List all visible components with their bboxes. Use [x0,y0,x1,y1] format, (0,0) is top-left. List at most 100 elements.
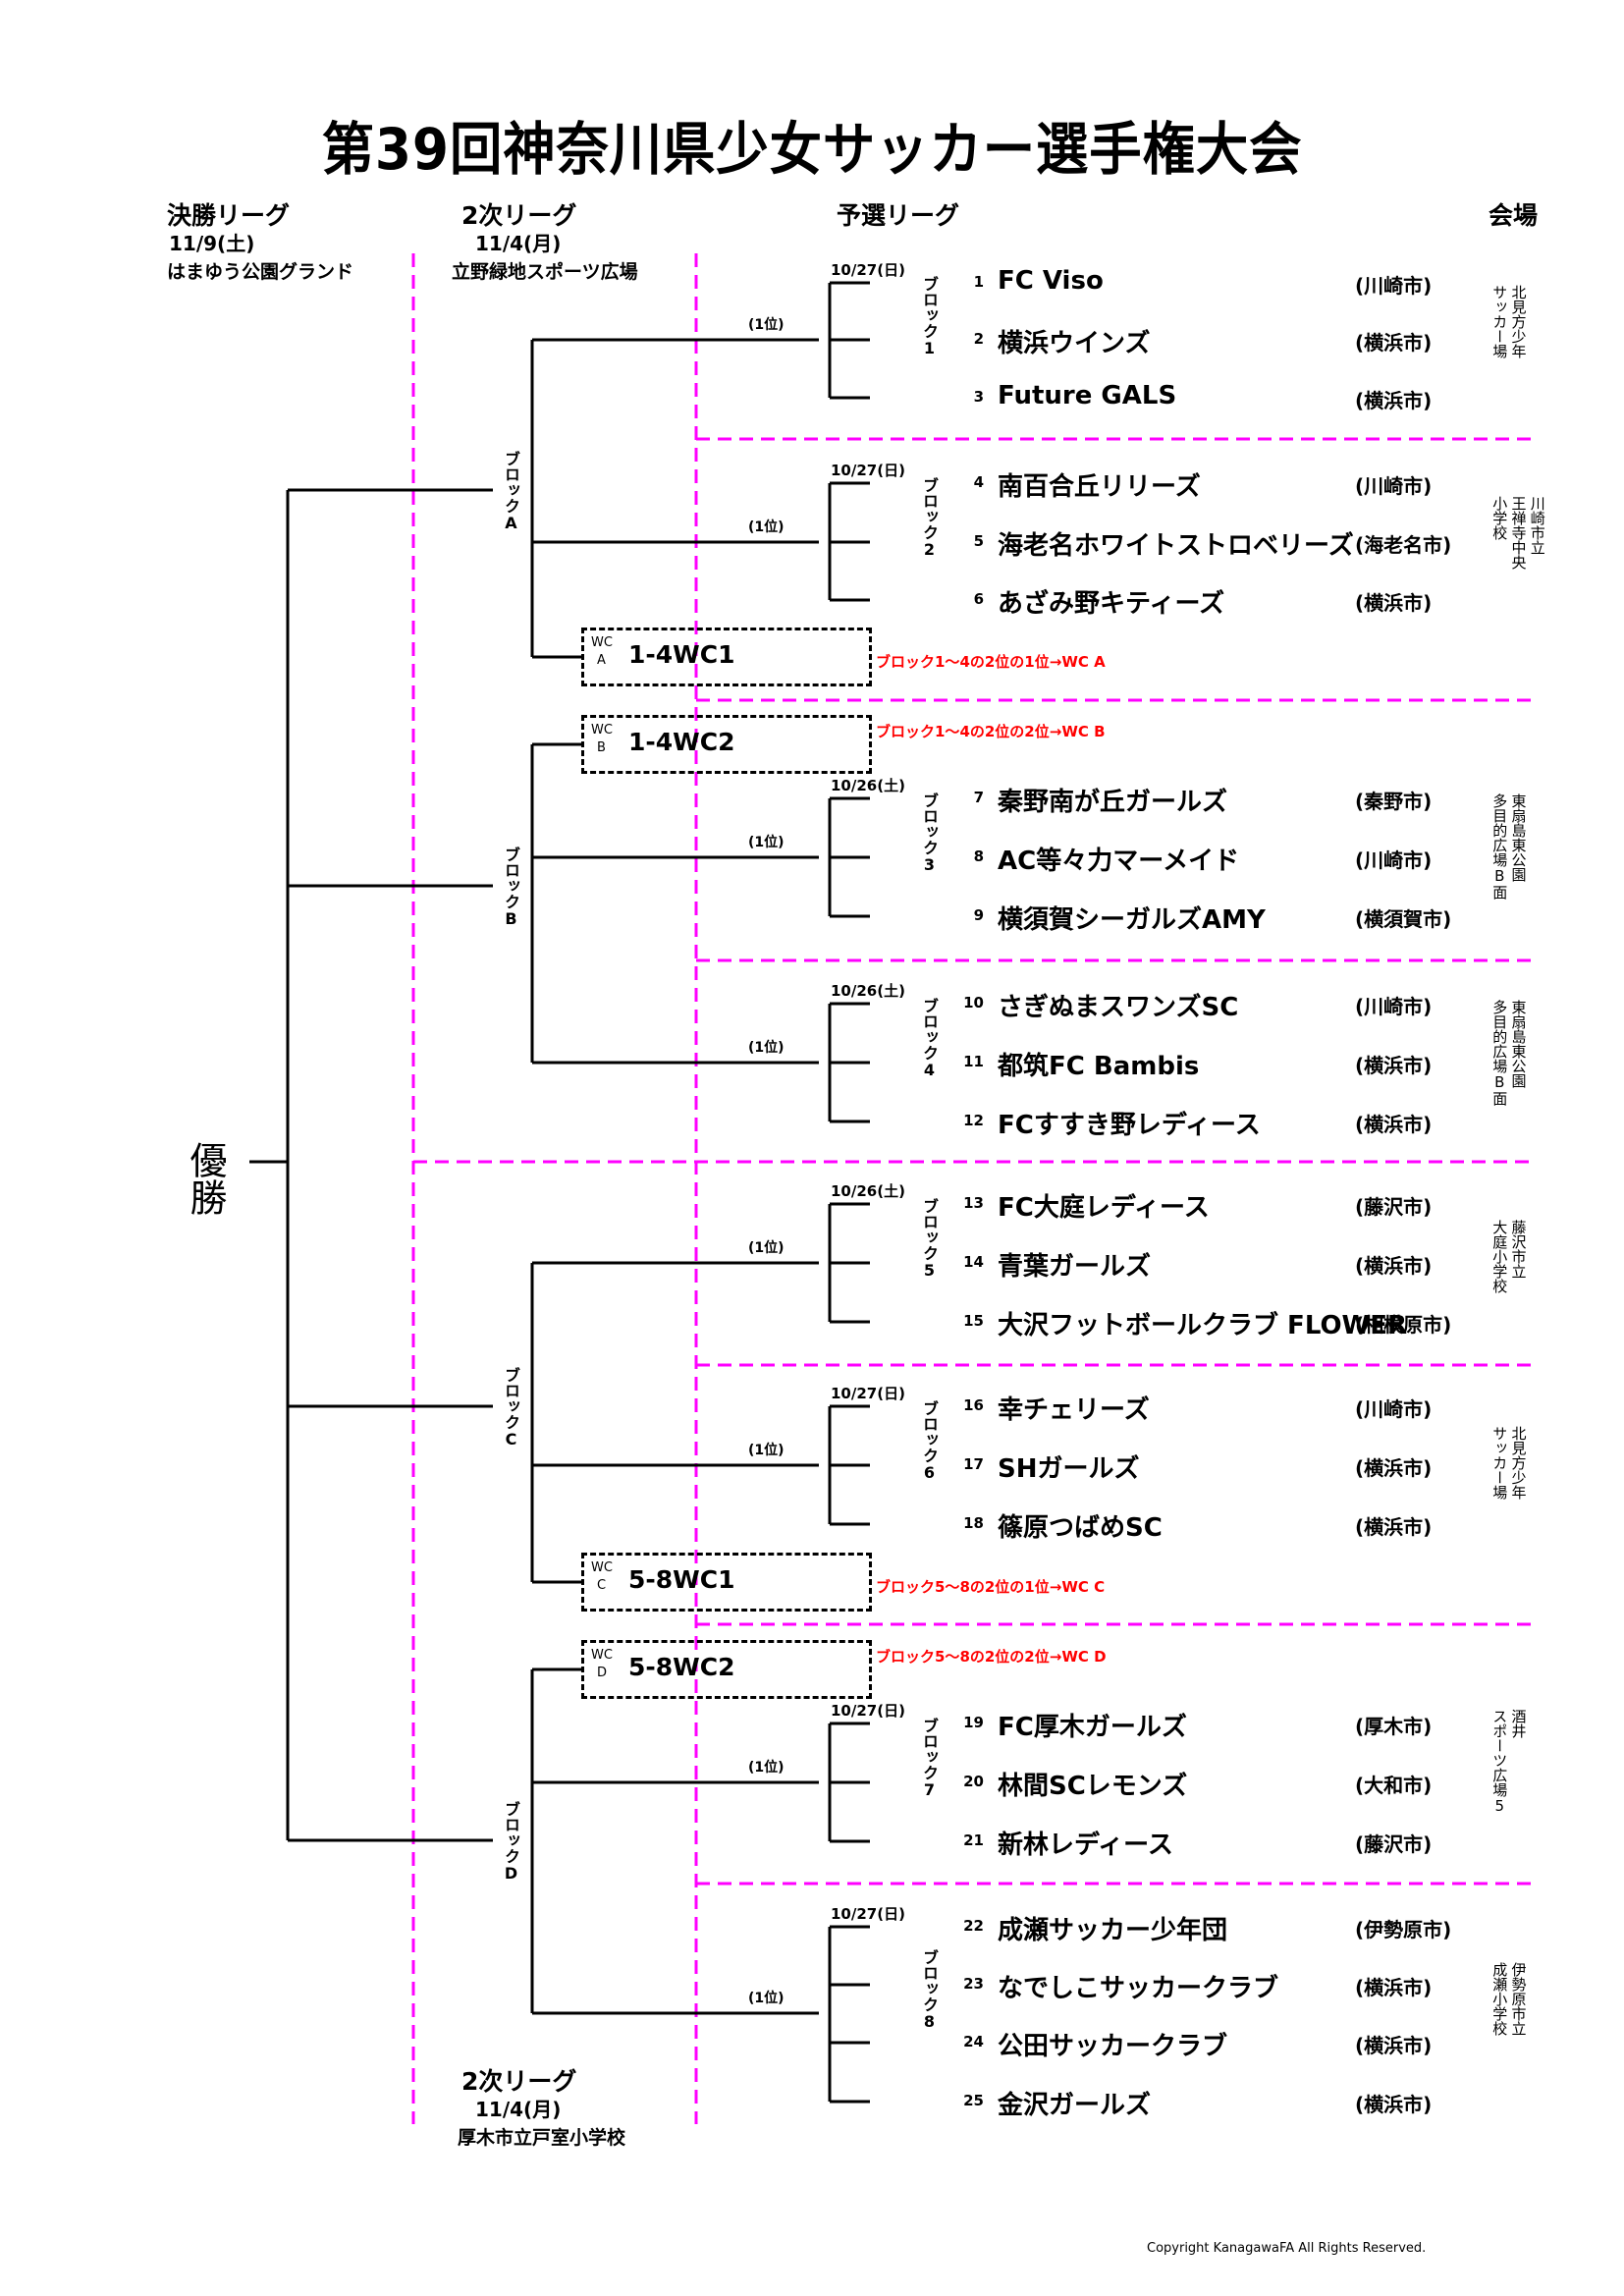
team-city: (川崎市) [1355,474,1433,498]
team-name: 都筑FC Bambis [998,1052,1200,1081]
team-name: なでしこサッカークラブ [998,1974,1279,2003]
team-name: 横須賀シーガルズAMY [998,905,1266,935]
team-name: FC Viso [998,266,1104,296]
team-name: 金沢ガールズ [998,2091,1152,2120]
team-city: (横浜市) [1355,1054,1433,1077]
team-seed-number: 10 [963,994,984,1011]
page-title: 第39回神奈川県少女サッカー選手権大会 [321,116,1303,183]
second-block-label: ブロックC [502,1367,520,1449]
team-seed-number: 20 [963,1773,984,1790]
wildcard-tag-letter: D [597,1666,608,1680]
team-city: (大和市) [1355,1774,1433,1797]
prelim-venue-line: 藤沢市立 [1509,1220,1528,1279]
team-city: (横浜市) [1355,2093,1433,2116]
final-league-venue: はまゆう公園グランド [167,261,354,283]
team-seed-number: 13 [963,1194,984,1212]
team-seed-number: 5 [973,532,984,550]
prelim-venue-line: 多目的広場B面 [1490,1000,1509,1106]
team-seed-number: 4 [973,473,984,491]
wildcard-tag: WC [591,1560,613,1575]
team-name: 海老名ホワイトストロベリーズ [998,531,1354,561]
team-seed-number: 21 [963,1831,984,1849]
team-name: Future GALS [998,381,1177,410]
team-city: (横浜市) [1355,1254,1433,1278]
team-seed-number: 19 [963,1714,984,1731]
team-name: 篠原つばめSC [998,1513,1163,1543]
team-seed-number: 22 [963,1917,984,1935]
wildcard-rule-note: ブロック5～8の2位の2位→WC D [876,1648,1107,1666]
wildcard-tag: WC [591,1648,613,1663]
team-city: (横浜市) [1355,1456,1433,1480]
prelim-block-date: 10/26(土) [831,1182,905,1200]
team-name: 南百合丘リリーズ [998,472,1201,502]
rank-label: (1位) [748,519,785,535]
wildcard-name: 1-4WC1 [628,640,735,669]
team-city: (横浜市) [1355,331,1433,355]
team-city: (横須賀市) [1355,907,1452,931]
final-league-date: 11/9(土) [169,232,255,255]
prelim-venue: 川崎市立王禅寺中央小学校 [1490,496,1546,570]
team-city: (伊勢原市) [1355,1918,1452,1941]
prelim-venue: 酒井スポーツ広場5 [1490,1709,1527,1815]
prelim-block-label: ブロック2 [920,476,939,559]
wildcard-tag-letter: C [597,1578,607,1593]
prelim-venue-line: 東扇島東公園 [1509,1000,1528,1088]
team-city: (秦野市) [1355,790,1433,813]
team-city: (海老名市) [1355,533,1452,557]
prelim-block-date: 10/27(日) [831,1905,905,1923]
copyright: Copyright KanagawaFA All Rights Reserved… [1147,2241,1427,2256]
wildcard-rule-note: ブロック1～4の2位の2位→WC B [876,723,1106,740]
prelim-block-label: ブロック4 [920,998,939,1079]
team-name: 大沢フットボールクラブ FLOWER [998,1311,1408,1340]
team-city: (厚木市) [1355,1715,1433,1738]
second-league-bottom-venue: 厚木市立戸室小学校 [458,2127,626,2149]
wildcard-slot [581,1640,872,1699]
prelim-league-header: 予選リーグ [837,201,960,230]
prelim-block-label: ブロック3 [920,793,939,874]
venue-column-header: 会場 [1489,201,1539,230]
team-seed-number: 9 [973,906,984,924]
team-name: 新林レディース [998,1831,1173,1860]
prelim-venue-line: 大庭小学校 [1490,1220,1509,1293]
team-seed-number: 17 [963,1455,984,1473]
prelim-venue-line: 川崎市立 [1528,496,1546,555]
team-name: 成瀬サッカー少年団 [998,1916,1228,1945]
team-name: 林間SCレモンズ [998,1772,1188,1801]
team-name: FC大庭レディース [998,1193,1210,1223]
final-league-header: 決勝リーグ [167,201,291,230]
wildcard-slot [581,715,872,774]
prelim-venue: 藤沢市立大庭小学校 [1490,1220,1527,1293]
team-seed-number: 15 [963,1312,984,1330]
team-seed-number: 24 [963,2033,984,2050]
wildcard-tag-letter: B [597,740,606,755]
prelim-block-label: ブロック5 [920,1198,939,1280]
rank-label: (1位) [748,1760,785,1776]
wildcard-slot [581,628,872,686]
team-name: AC等々力マーメイド [998,847,1240,876]
prelim-venue: 伊勢原市立成瀬小学校 [1490,1962,1527,2036]
prelim-venue-line: 成瀬小学校 [1490,1962,1509,2036]
prelim-venue-line: 北見方少年 [1509,1426,1528,1500]
prelim-venue-line: 東扇島東公園 [1509,793,1528,882]
team-city: (藤沢市) [1355,1195,1433,1219]
prelim-venue-line: 伊勢原市立 [1509,1962,1528,2036]
team-seed-number: 16 [963,1396,984,1414]
team-seed-number: 7 [973,789,984,806]
prelim-venue-line: 多目的広場B面 [1490,793,1509,900]
prelim-block-date: 10/27(日) [831,1702,905,1720]
prelim-block-date: 10/27(日) [831,261,905,279]
wildcard-tag: WC [591,723,613,738]
team-seed-number: 25 [963,2092,984,2109]
team-city: (川崎市) [1355,848,1433,872]
team-name: 公田サッカークラブ [998,2032,1228,2061]
wildcard-rule-note: ブロック1～4の2位の1位→WC A [876,653,1106,671]
team-seed-number: 2 [973,330,984,348]
second-league-bottom-header: 2次リーグ [461,2067,577,2096]
rank-label: (1位) [748,1240,785,1256]
second-league-venue: 立野緑地スポーツ広場 [452,261,638,283]
prelim-block-date: 10/27(日) [831,1385,905,1402]
team-city: (相模原市) [1355,1313,1452,1337]
rank-label: (1位) [748,317,785,333]
